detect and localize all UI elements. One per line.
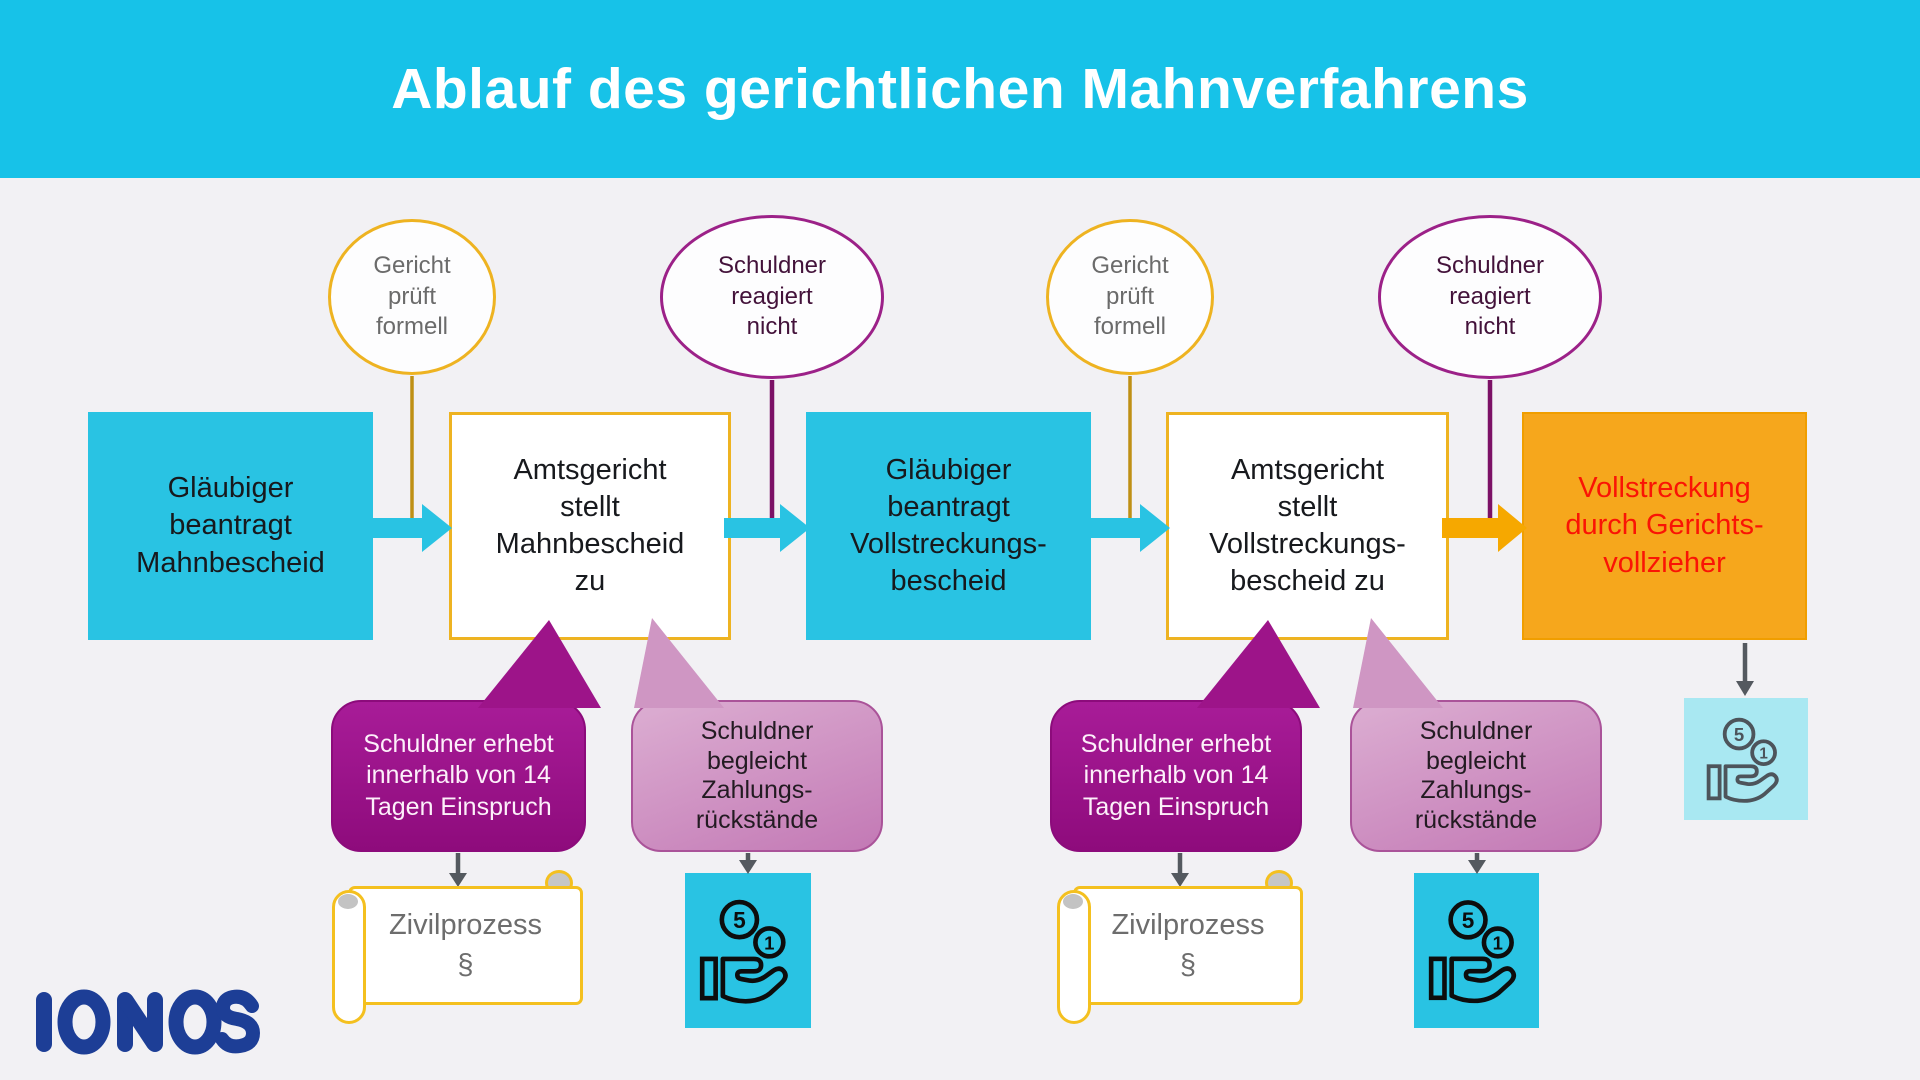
svg-text:5: 5	[733, 907, 746, 933]
condition-text: Gericht prüft formell	[373, 251, 451, 341]
bubble-pays-2: Schuldner begleicht Zahlungs- rückstände	[1350, 700, 1602, 852]
condition-text: Schuldner reagiert nicht	[1435, 251, 1545, 341]
svg-text:1: 1	[1493, 932, 1503, 953]
flow-arrow-4	[1442, 504, 1527, 552]
hand-coins-icon: 5 1	[685, 873, 811, 1028]
condition-text: Schuldner reagiert nicht	[717, 251, 827, 341]
hand-coins-glyph: 5 1	[700, 899, 789, 1004]
step-creditor-mahnbescheid: Gläubiger beantragt Mahnbescheid	[88, 412, 373, 640]
step-label: Vollstreckung durch Gerichts- vollzieher	[1565, 472, 1764, 579]
svg-text:5: 5	[1734, 723, 1744, 744]
step-label: Gläubiger beantragt Vollstreckungs- besc…	[850, 453, 1047, 598]
page-title: Ablauf des gerichtlichen Mahnverfahrens	[391, 57, 1529, 121]
bubble-text: Schuldner erhebt innerhalb von 14 Tagen …	[363, 730, 554, 821]
bubble-text: Schuldner begleicht Zahlungs- rückstände	[695, 717, 819, 834]
bubble-text: Schuldner begleicht Zahlungs- rückstände	[1414, 717, 1538, 834]
bubble-objection-2: Schuldner erhebt innerhalb von 14 Tagen …	[1050, 700, 1302, 852]
scroll-tube-curl	[1063, 894, 1083, 909]
down-arrow-to-icon-2	[1468, 853, 1486, 874]
ionos-logo-glyph	[36, 989, 261, 1055]
flow-arrow-2	[724, 504, 810, 552]
step-label: Amtsgericht stellt Mahnbescheid zu	[495, 453, 685, 598]
scroll-text: Zivilprozess §	[388, 909, 543, 981]
bubble-text: Schuldner erhebt innerhalb von 14 Tagen …	[1080, 730, 1272, 821]
condition-court-checks-1: Gericht prüft formell	[328, 219, 496, 375]
hand-coins-glyph: 5 1	[1706, 717, 1779, 803]
condition-debtor-silent-2: Schuldner reagiert nicht	[1378, 215, 1602, 379]
down-arrow-to-icon-1	[739, 853, 757, 874]
scroll-text: Zivilprozess §	[1111, 909, 1265, 981]
step-label: Amtsgericht stellt Vollstreckungs- besch…	[1209, 453, 1406, 598]
title-banner: Ablauf des gerichtlichen Mahnverfahrens	[0, 0, 1920, 178]
step-label: Gläubiger beantragt Mahnbescheid	[136, 472, 325, 579]
scroll-tube	[332, 890, 366, 1024]
scroll-tube-curl	[338, 894, 358, 909]
zivilprozess-scroll-2: Zivilprozess §	[1057, 870, 1303, 1028]
flow-arrow-1	[366, 504, 452, 552]
scroll-tube	[1057, 890, 1091, 1024]
hand-coins-icon: 5 1	[1414, 873, 1539, 1028]
flow-arrow-3	[1084, 504, 1170, 552]
zivilprozess-scroll-1: Zivilprozess §	[332, 870, 583, 1028]
condition-debtor-silent-1: Schuldner reagiert nicht	[660, 215, 884, 379]
svg-text:1: 1	[765, 932, 775, 953]
step-creditor-vollstreckungsbescheid: Gläubiger beantragt Vollstreckungs- besc…	[806, 412, 1091, 640]
step-court-serves-mahnbescheid: Amtsgericht stellt Mahnbescheid zu	[449, 412, 731, 640]
scroll-body: Zivilprozess §	[1073, 886, 1303, 1005]
hand-coins-glyph: 5 1	[1429, 900, 1517, 1004]
condition-text: Gericht prüft formell	[1091, 251, 1169, 341]
condition-court-checks-2: Gericht prüft formell	[1046, 219, 1214, 375]
svg-text:5: 5	[1462, 908, 1475, 933]
ionos-logo	[30, 986, 262, 1058]
step-enforcement: Vollstreckung durch Gerichts- vollzieher	[1522, 412, 1807, 640]
bubble-pays-1: Schuldner begleicht Zahlungs- rückstände	[631, 700, 883, 852]
down-arrow-to-icon-3	[1736, 643, 1754, 696]
step-court-serves-vollstreckungsbescheid: Amtsgericht stellt Vollstreckungs- besch…	[1166, 412, 1449, 640]
svg-text:1: 1	[1760, 745, 1769, 762]
bubble-objection-1: Schuldner erhebt innerhalb von 14 Tagen …	[331, 700, 586, 852]
scroll-body: Zivilprozess §	[348, 886, 583, 1005]
hand-coins-icon-pale: 5 1	[1684, 698, 1808, 820]
